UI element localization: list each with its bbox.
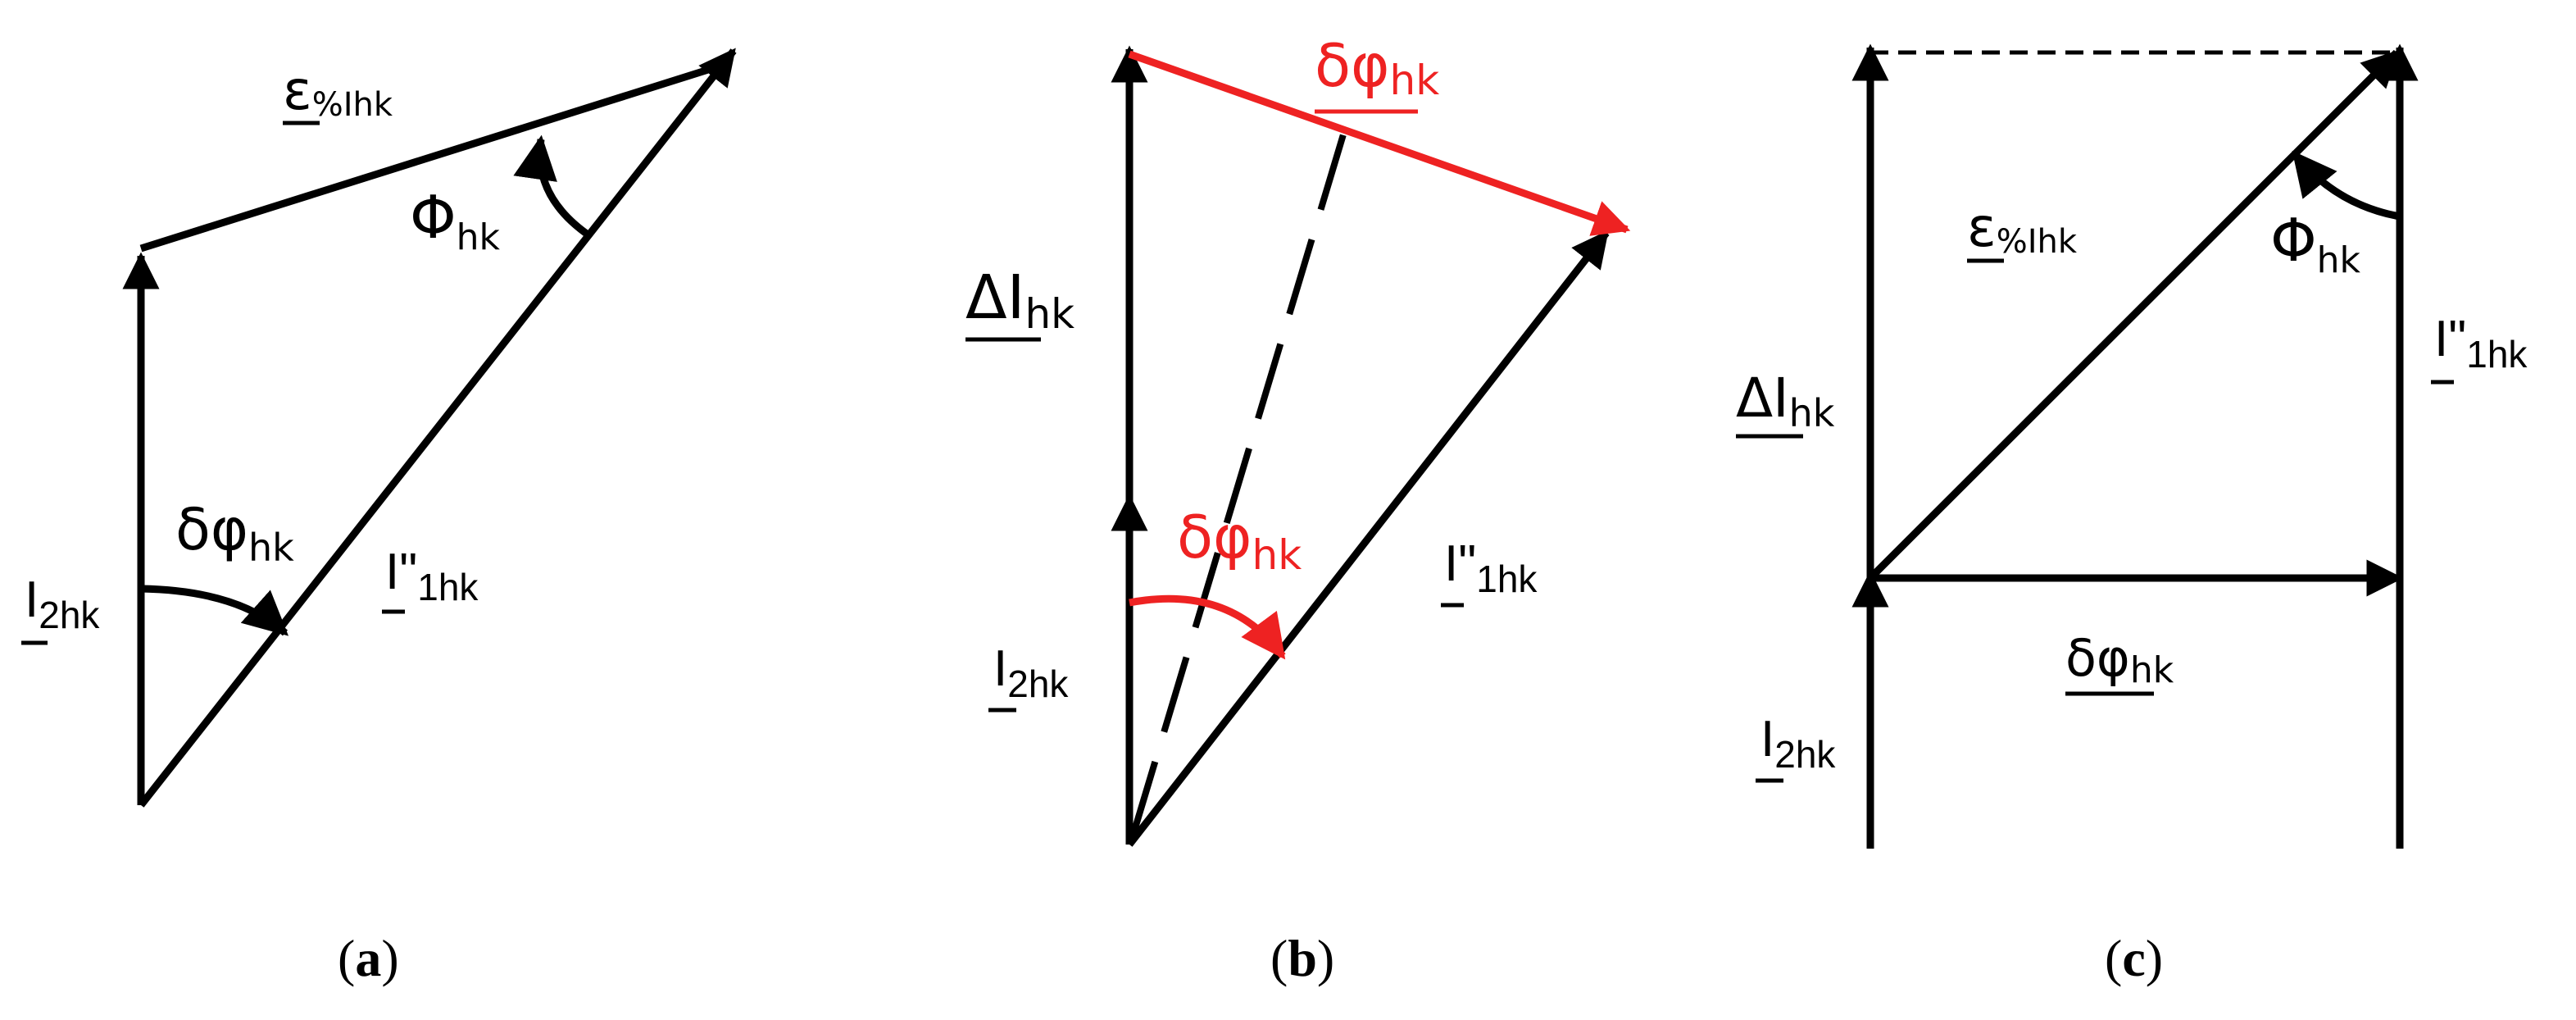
caption-a: (a) [338,929,399,987]
svg-text:δφhk: δφhk [2065,628,2174,691]
panel-c: ε%Ihk Φhk I"1hk ΔIhk δφhk I2hk (c) [1736,43,2528,987]
phi-angle-arc [513,134,593,239]
label-phi-a: Φhk [410,183,501,258]
svg-text:ΔIhk: ΔIhk [1736,367,1835,435]
svg-text:I2hk: I2hk [993,640,1069,705]
label-i2hk-c: I2hk [1756,711,1836,783]
svg-text:ε%Ihk: ε%Ihk [1967,196,2078,261]
svg-text:I2hk: I2hk [1760,711,1836,776]
phi-angle-arc [2292,150,2401,221]
label-i1hk-c: I"1hk [2431,311,2528,385]
panel-b: δφhk ΔIhk δφhk I"1hk I2hk (b) [965,31,1631,987]
label-dphi-c: δφhk [2065,628,2174,696]
panel-a: ε%Ihk Φhk δφhk I"1hk I2hk (a) [21,48,737,987]
dphi-angle-arc [140,585,289,636]
i1hk-vector [1126,230,1610,847]
svg-text:I2hk: I2hk [25,571,100,636]
label-dphi-top-b: δφhk [1315,31,1439,114]
epsilon-vector [139,61,723,253]
dphi-angle-arc-red [1129,594,1286,660]
svg-text:I"1hk: I"1hk [2434,311,2528,376]
dphi-vector-red [1128,50,1631,236]
svg-text:I"1hk: I"1hk [1444,535,1538,600]
svg-text:I"1hk: I"1hk [385,544,479,608]
label-i2hk-b: I2hk [988,640,1069,713]
i1hk-vector [138,48,737,808]
dashed-reference-line [1129,125,1349,838]
svg-text:δφhk: δφhk [1315,31,1439,104]
svg-text:ΔIhk: ΔIhk [965,262,1074,338]
label-dphi-arc-b: δφhk [1177,503,1302,579]
label-i2hk-a: I2hk [21,571,100,645]
label-dphi-a: δφhk [175,496,294,570]
caption-b: (b) [1270,929,1334,987]
caption-c: (c) [2105,929,2163,987]
label-phi-c: Φhk [2270,206,2361,281]
label-epsilon-c: ε%Ihk [1967,196,2078,263]
label-delta-i-c: ΔIhk [1736,367,1835,439]
svg-text:ε%Ihk: ε%Ihk [283,59,393,124]
label-i1hk-b: I"1hk [1441,535,1538,608]
label-delta-i-b: ΔIhk [965,262,1074,342]
label-i1hk-a: I"1hk [382,544,479,614]
label-epsilon-a: ε%Ihk [283,59,393,125]
epsilon-vector [1867,49,2400,581]
